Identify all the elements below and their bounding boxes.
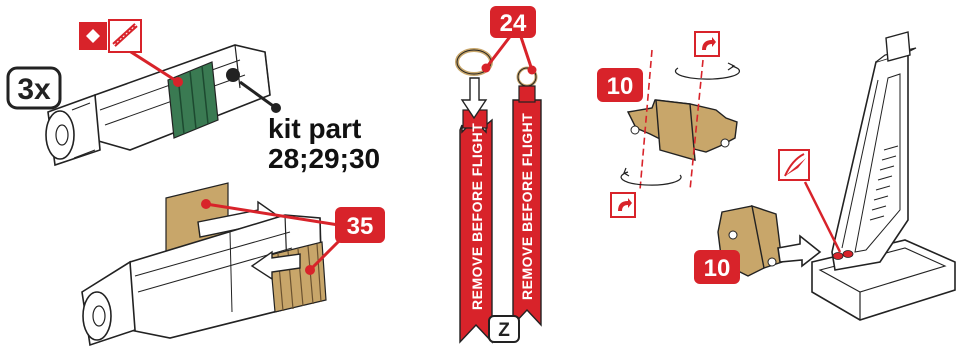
quantity-badge: 3x [8,68,60,108]
z-label: Z [498,320,510,341]
ribbon-right-text: REMOVE BEFORE FLIGHT [519,113,535,300]
strut-top-assembly [46,45,281,165]
kit-part-label: kit part [268,113,361,144]
glue-icon [779,150,809,180]
gear-leg-assembly [805,32,955,320]
red-dot-marker-icon [173,77,183,87]
z-badge: Z [489,316,519,342]
callout-35-label: 35 [347,213,374,240]
kit-part-numbers: 28;29;30 [268,143,380,174]
callout-24-label: 24 [500,10,527,37]
rbf-tags: REMOVE BEFORE FLIGHT REMOVE BEFORE FLIGH… [457,34,541,342]
pe-part-icon [79,20,141,52]
callout-35: 35 [335,207,385,243]
callout-10-bottom: 10 [694,250,740,284]
callout-10-bottom-label: 10 [704,255,731,282]
strut-bottom-assembly [82,183,348,345]
callout-10-top-label: 10 [607,73,634,100]
ribbon-left-text: REMOVE BEFORE FLIGHT [469,123,485,310]
quantity-label: 3x [17,73,51,106]
callout-10-top: 10 [597,68,643,102]
callout-24: 24 [490,6,536,38]
